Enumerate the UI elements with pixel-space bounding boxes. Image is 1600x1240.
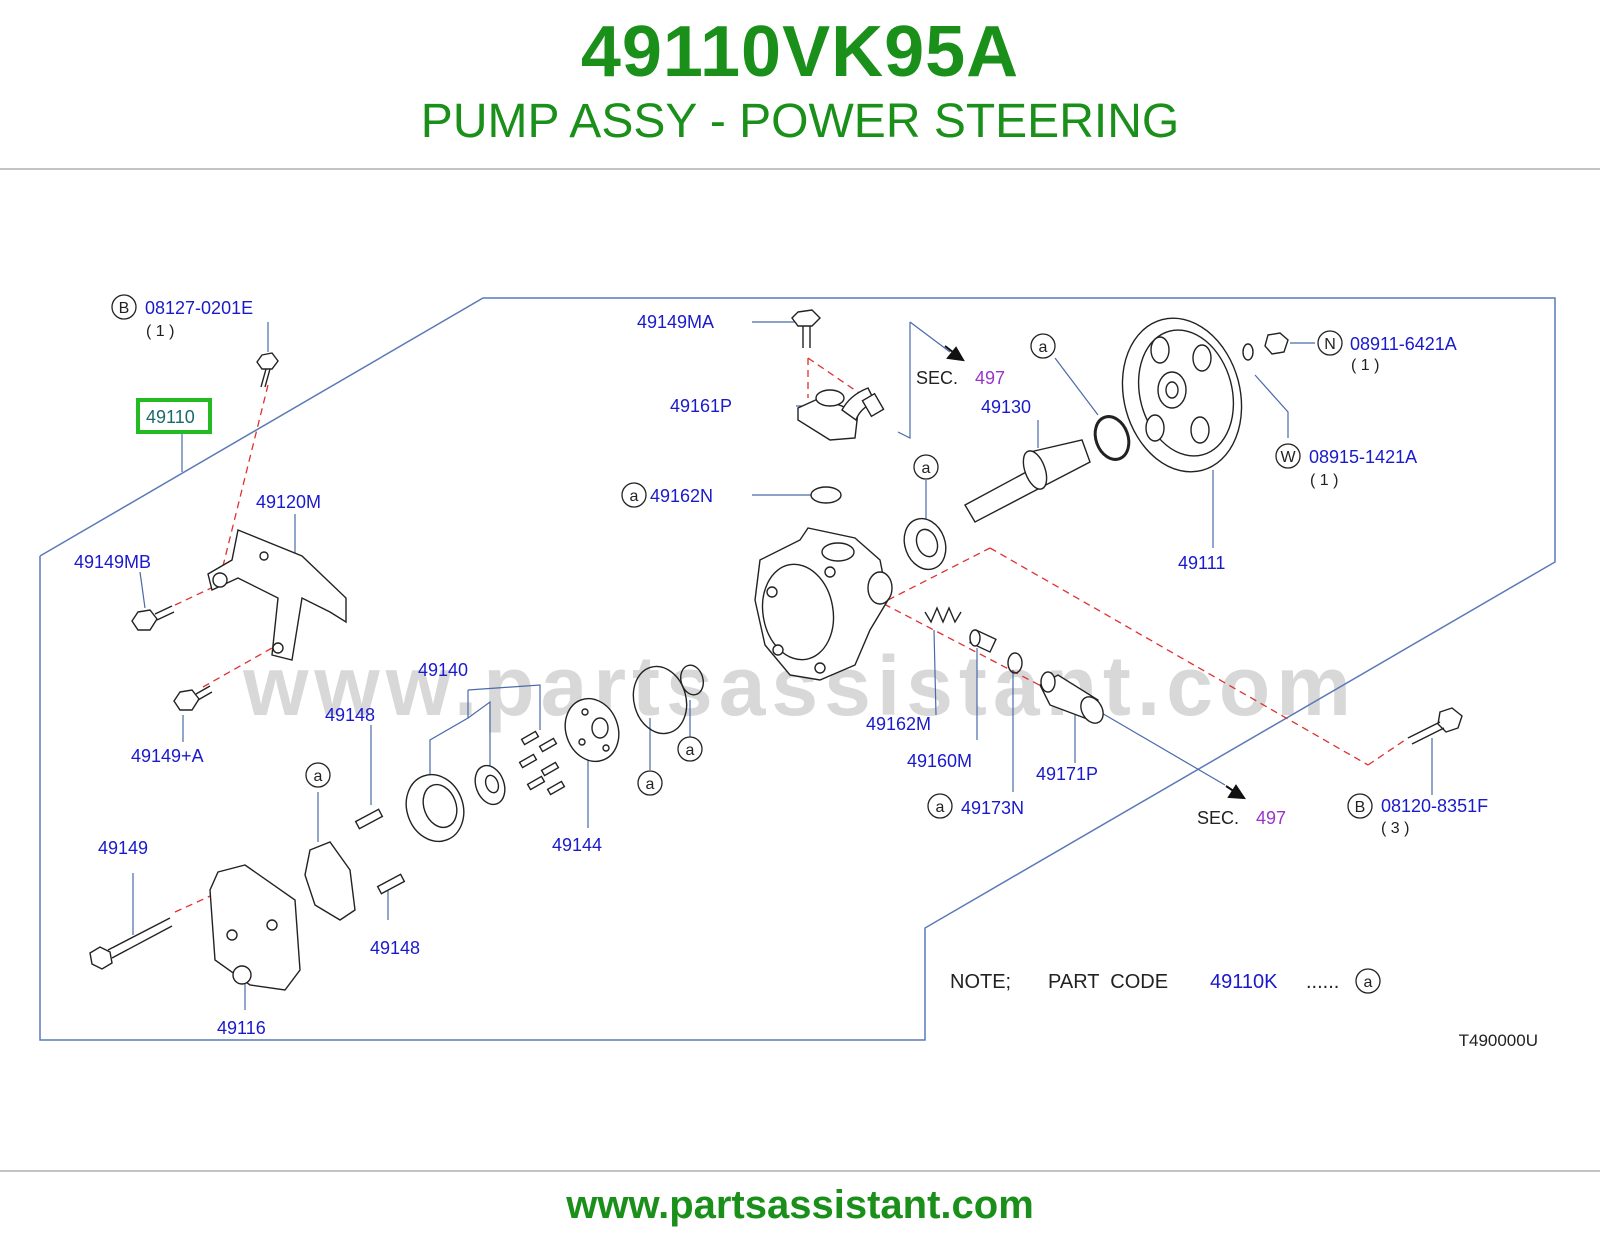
nut-08911-part (1264, 332, 1289, 355)
assembly-dashed-lines (174, 357, 1409, 913)
part-label: 49148 (325, 705, 375, 725)
part-label: 08127-0201E (145, 298, 253, 318)
part-label: 49111 (1178, 553, 1225, 573)
vanes-part (518, 730, 566, 796)
part-label: 49130 (981, 397, 1031, 417)
shaft-49130-part (964, 439, 1091, 523)
circle-letter-a: a (1364, 974, 1373, 991)
pin-49148-upper-part (354, 808, 384, 830)
quantity-text: ( 1 ) (1351, 357, 1379, 374)
part-label: 49161P (670, 396, 732, 416)
part-drawings (89, 309, 1463, 991)
part-label: 49149 (98, 838, 148, 858)
circle-letter-n: N (1324, 336, 1336, 353)
o-ring-49173n-part (1007, 652, 1023, 674)
part-labels: 08127-0201E 49110 49120M 49149MB 49149+A… (74, 298, 1488, 1038)
bolt-49149ma-part (791, 309, 821, 348)
bolt-08127-part (256, 352, 279, 388)
circle-letter-a: a (630, 488, 639, 505)
spring-49162m-part (924, 606, 962, 624)
part-label: 49162N (650, 486, 713, 506)
part-label: 49171P (1036, 764, 1098, 784)
footer-url-link[interactable]: www.partsassistant.com (566, 1183, 1034, 1227)
footer-divider (0, 1170, 1600, 1172)
pump-body-part (754, 527, 893, 681)
sec-prefix: SEC. (1197, 808, 1239, 828)
connector-49171p-part (1039, 671, 1104, 724)
o-ring-small-part (679, 664, 705, 696)
circle-letter-a: a (936, 799, 945, 816)
circle-letter-a: a (1039, 339, 1048, 356)
gasket-part (304, 841, 356, 921)
page-header: 49110VK95A PUMP ASSY - POWER STEERING (0, 0, 1600, 170)
part-label: 49140 (418, 660, 468, 680)
part-name-subtitle: PUMP ASSY - POWER STEERING (420, 95, 1180, 148)
bracket-49120m-part (207, 529, 347, 661)
quantity-text: ( 3 ) (1381, 820, 1409, 837)
callout-letters: B N W B a a a a a a a a (119, 300, 1373, 991)
part-label: 49149MB (74, 552, 151, 572)
pulley-49111-part (1121, 317, 1243, 473)
note-code: 49110K (1210, 971, 1278, 993)
part-code-note: NOTE; PART CODE 49110K ...... (950, 971, 1339, 993)
circle-letter-a: a (922, 460, 931, 477)
bolt-49149a-part (173, 685, 213, 711)
quantity-text: ( 1 ) (1310, 472, 1338, 489)
part-label: 49116 (217, 1018, 266, 1038)
circle-letter-b: B (119, 300, 130, 317)
oil-seal-part (903, 517, 947, 571)
header-divider (0, 168, 1600, 170)
part-label: 49149+A (131, 746, 204, 766)
rear-housing-49116-part (209, 864, 301, 991)
bolt-49149-long-part (89, 917, 173, 970)
rotor-part (474, 764, 506, 806)
quantity-text: ( 1 ) (146, 323, 174, 340)
diagram-code: T490000U (1459, 1031, 1538, 1050)
part-label: 49149MA (637, 312, 714, 332)
sec-arrows (944, 345, 1246, 800)
part-label: 49148 (370, 938, 420, 958)
part-label: 49162M (866, 714, 931, 734)
washer-08915-part (1242, 343, 1254, 361)
circle-letter-a: a (314, 768, 323, 785)
valve-49160m-part (969, 629, 997, 653)
leader-lines (132, 321, 1433, 1010)
assembly-outline-frame (39, 297, 1556, 1041)
circle-letter-w: W (1280, 449, 1296, 466)
o-ring-large-part (632, 665, 688, 735)
part-label: 49144 (552, 835, 602, 855)
part-label: 49160M (907, 751, 972, 771)
part-label: 08915-1421A (1309, 447, 1417, 467)
part-label: 49120M (256, 492, 321, 512)
part-label: 49173N (961, 798, 1024, 818)
sec-number: 497 (1256, 808, 1286, 828)
circle-letter-a: a (646, 776, 655, 793)
fitting-49161p-part (797, 387, 885, 441)
sec-prefix: SEC. (916, 368, 958, 388)
cam-ring-49140-part (405, 773, 465, 843)
snap-ring-part (1093, 415, 1131, 461)
note-prefix: NOTE; (950, 971, 1011, 993)
pin-49148-lower-part (376, 873, 406, 895)
highlighted-part-box (136, 398, 212, 434)
part-label: 08911-6421A (1350, 334, 1457, 354)
note-dots: ...... (1306, 971, 1339, 993)
circle-letter-b: B (1355, 799, 1366, 816)
section-references: SEC. 497 SEC. 497 (916, 368, 1286, 828)
part-number-title: 49110VK95A (580, 12, 1020, 92)
part-label: 08120-8351F (1381, 796, 1488, 816)
o-ring-49162n-part (810, 486, 842, 504)
note-label: PART CODE (1048, 971, 1168, 993)
callout-circles (111, 294, 1381, 994)
circle-letter-a: a (686, 742, 695, 759)
sec-number: 497 (975, 368, 1005, 388)
quantity-labels: ( 1 ) ( 1 ) ( 1 ) ( 3 ) (146, 323, 1409, 837)
plate-49144-part (564, 697, 620, 763)
bolt-49149mb-part (131, 605, 175, 631)
bolt-08120-part (1407, 707, 1463, 745)
part-label-highlighted: 49110 (146, 407, 195, 427)
